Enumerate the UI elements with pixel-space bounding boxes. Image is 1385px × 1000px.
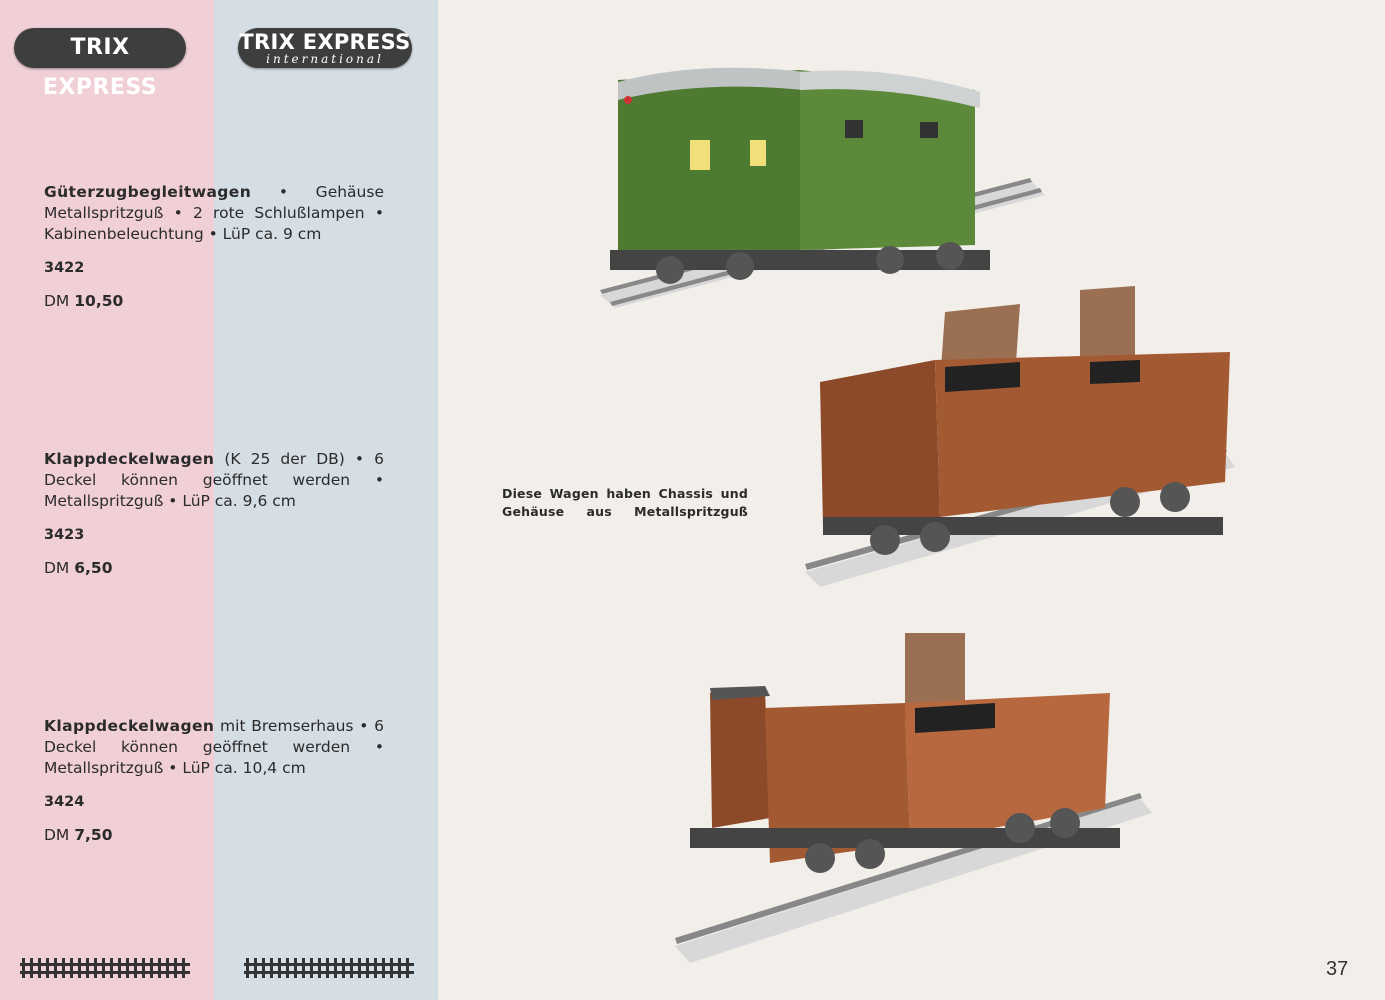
product-title: Klappdeckelwagen	[44, 717, 215, 735]
metal-note: Diese Wagen haben Chassis und Gehäuse au…	[502, 486, 748, 519]
product-price: DM 7,50	[44, 826, 113, 844]
track-icon	[20, 958, 190, 978]
blue-column	[214, 0, 438, 1000]
page-number: 37	[1326, 958, 1349, 980]
product-number: 3423	[44, 527, 85, 543]
product-price: DM 6,50	[44, 559, 113, 577]
trix-express-international-logo: TRIX EXPRESS international	[238, 28, 412, 68]
product-number: 3422	[44, 260, 85, 276]
pink-column	[0, 0, 214, 1000]
product-price: DM 10,50	[44, 292, 124, 310]
product-3423: Klappdeckelwagen (K 25 der DB) • 6 Decke…	[44, 449, 384, 579]
brown-hopper-wagon-icon	[805, 286, 1235, 587]
product-description: Klappdeckelwagen mit Bremserhaus • 6 Dec…	[44, 717, 385, 777]
product-description: Güterzugbegleitwagen • Gehäuse Metallspr…	[44, 183, 384, 243]
track-icon	[244, 958, 414, 978]
trix-express-logo: TRIX EXPRESS	[14, 28, 186, 100]
product-title: Güterzugbegleitwagen	[44, 183, 252, 201]
product-3424: Klappdeckelwagen mit Bremserhaus • 6 Dec…	[44, 716, 384, 846]
green-baggage-wagon-icon	[600, 67, 1045, 308]
product-description: Klappdeckelwagen (K 25 der DB) • 6 Decke…	[44, 450, 384, 510]
product-3422: Güterzugbegleitwagen • Gehäuse Metallspr…	[44, 182, 384, 312]
product-number: 3424	[44, 794, 85, 810]
product-title: Klappdeckelwagen	[44, 450, 215, 468]
brown-hopper-wagon-with-brakehouse-icon	[675, 633, 1152, 963]
